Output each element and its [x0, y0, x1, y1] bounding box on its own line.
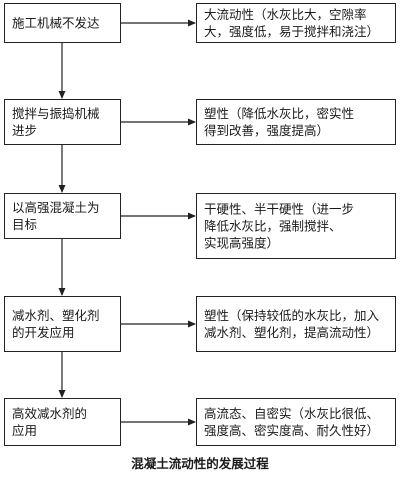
result-line: 高流态、自密实（水灰比很低、: [204, 406, 380, 421]
stage-box-5: 高效减水剂的 应用: [4, 398, 121, 446]
result-text-1: 大流动性（水灰比大，空隙率 大，强度低，易于搅拌和浇注）: [204, 6, 392, 40]
result-line: 大流动性（水灰比大，空隙率: [204, 7, 367, 22]
stage-line: 的开发应用: [12, 325, 75, 340]
result-line: 强度高、密实度高、耐久性好）: [204, 423, 380, 438]
result-box-1: 大流动性（水灰比大，空隙率 大，强度低，易于搅拌和浇注）: [196, 3, 396, 43]
result-text-4: 塑性（保持较低的水灰比，加入 减水剂、塑化剂，提高流动性）: [204, 307, 392, 341]
result-box-3: 干硬性、半干硬性（进一步 降低水灰比，强制搅拌、 实现高强度）: [196, 193, 396, 259]
stage-line: 减水剂、塑化剂: [12, 308, 100, 323]
result-text-5: 高流态、自密实（水灰比很低、 强度高、密实度高、耐久性好）: [204, 405, 392, 439]
stage-line: 搅拌与振捣机械: [12, 106, 100, 121]
stage-line: 应用: [12, 423, 38, 438]
stage-box-2: 搅拌与振捣机械 进步: [4, 99, 121, 145]
result-line: 得到改善，强度提高）: [204, 123, 330, 138]
stage-line: 施工机械不发达: [12, 15, 100, 31]
result-line: 塑性（降低水灰比，密实性: [204, 106, 355, 121]
stage-text-2: 搅拌与振捣机械 进步: [12, 105, 116, 139]
stage-text-1: 施工机械不发达: [12, 15, 116, 32]
result-text-2: 塑性（降低水灰比，密实性 得到改善，强度提高）: [204, 105, 392, 139]
stage-text-3: 以高强混凝土为 目标: [12, 199, 116, 233]
result-text-3: 干硬性、半干硬性（进一步 降低水灰比，强制搅拌、 实现高强度）: [204, 201, 392, 252]
stage-line: 目标: [12, 217, 38, 232]
stage-box-3: 以高强混凝土为 目标: [4, 193, 121, 239]
result-line: 干硬性、半干硬性（进一步: [204, 201, 355, 217]
result-box-2: 塑性（降低水灰比，密实性 得到改善，强度提高）: [196, 99, 396, 145]
figure-caption: 混凝土流动性的发展过程: [131, 456, 269, 471]
result-line: 实现高强度）: [204, 235, 280, 251]
stage-line: 进步: [12, 123, 38, 138]
stage-text-4: 减水剂、塑化剂 的开发应用: [12, 307, 116, 341]
stage-box-1: 施工机械不发达: [4, 3, 121, 43]
result-line: 降低水灰比，强制搅拌、: [204, 218, 342, 234]
stage-line: 以高强混凝土为: [12, 200, 100, 215]
result-line: 大，强度低，易于搅拌和浇注）: [204, 24, 380, 39]
result-line: 减水剂、塑化剂，提高流动性）: [204, 325, 380, 340]
result-box-5: 高流态、自密实（水灰比很低、 强度高、密实度高、耐久性好）: [196, 398, 396, 446]
stage-line: 高效减水剂的: [12, 406, 88, 421]
stage-text-5: 高效减水剂的 应用: [12, 405, 116, 439]
stage-box-4: 减水剂、塑化剂 的开发应用: [4, 296, 121, 352]
result-box-4: 塑性（保持较低的水灰比，加入 减水剂、塑化剂，提高流动性）: [196, 296, 396, 352]
result-line: 塑性（保持较低的水灰比，加入: [204, 308, 380, 323]
